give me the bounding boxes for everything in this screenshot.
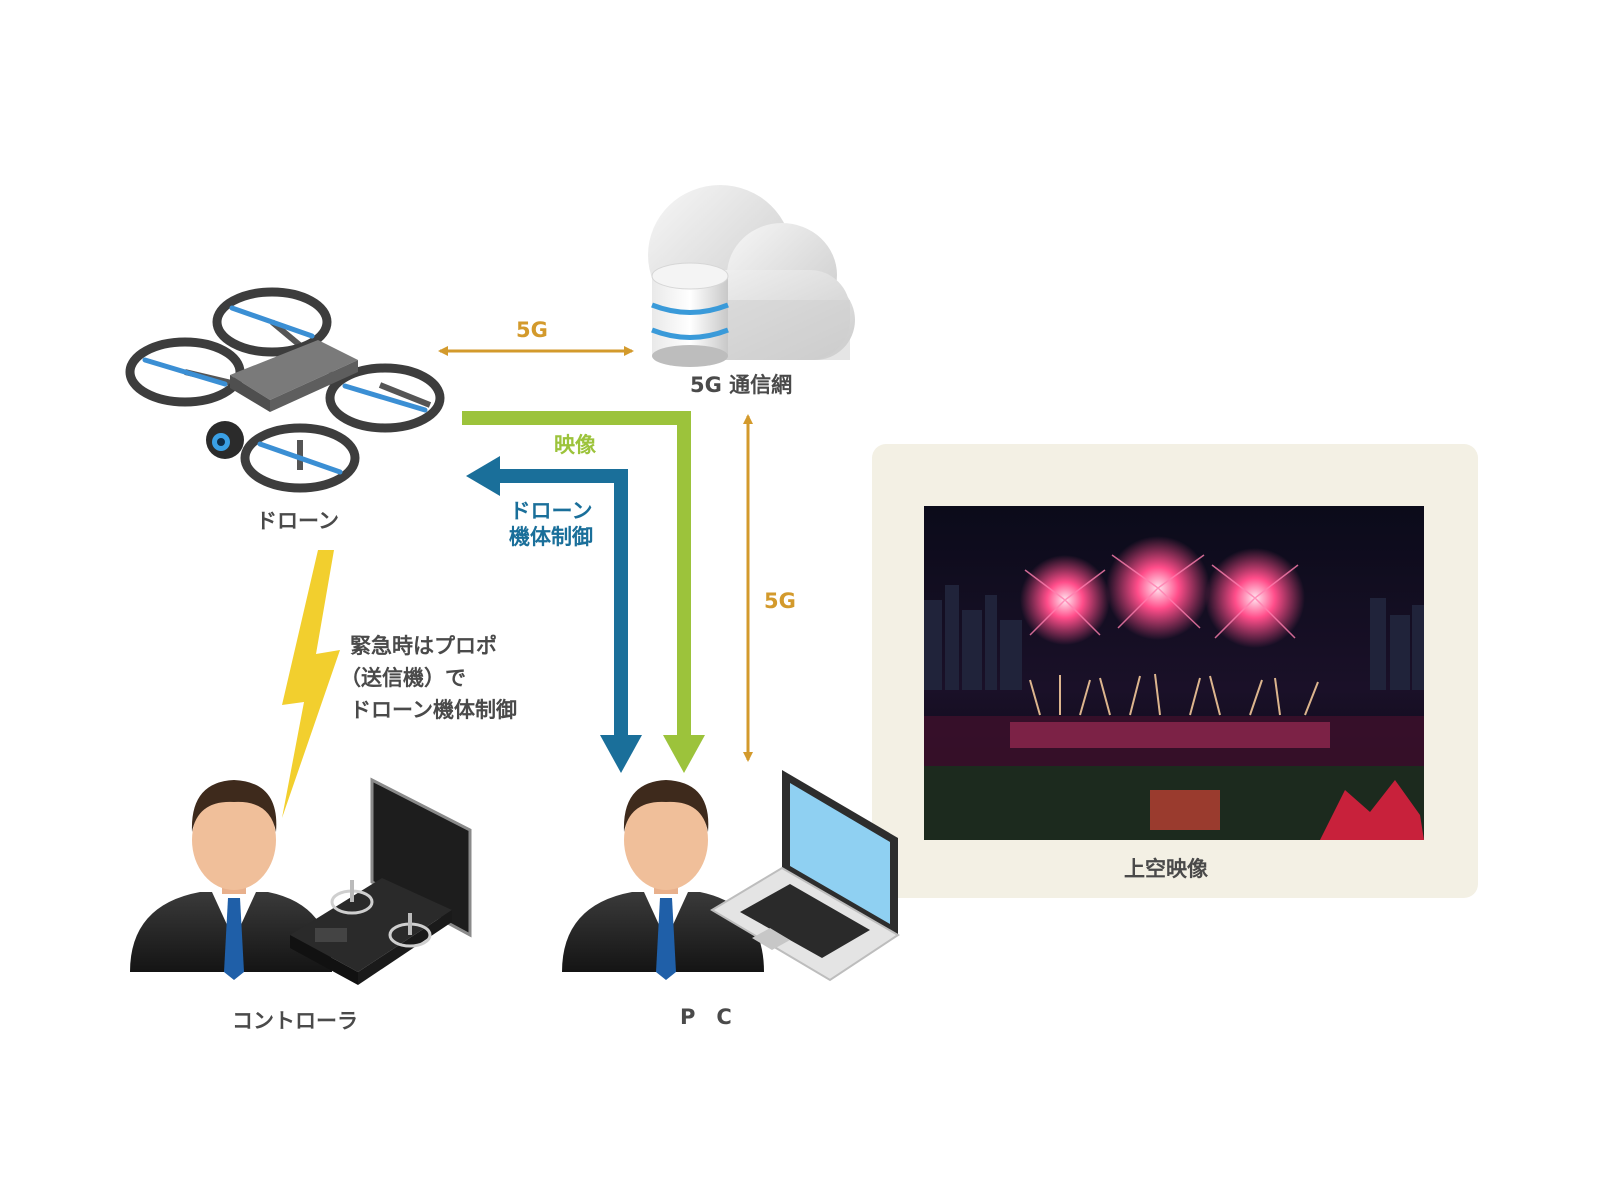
drone-label: ドローン: [256, 509, 339, 533]
emergency-note-line1: 緊急時はプロポ: [350, 634, 497, 658]
edge-control-label-line1: ドローン: [509, 499, 593, 523]
fireworks-photo: [924, 506, 1424, 840]
edge-video-label: 映像: [554, 433, 596, 457]
person-icon: [562, 780, 764, 980]
edge-control-arrow: [466, 456, 642, 773]
emergency-note: 緊急時はプロポ （送信機）で ドローン機体制御: [340, 630, 517, 726]
remote-controller-icon: [290, 777, 472, 985]
drone-icon: [125, 287, 445, 493]
edge-control-label-line2: 機体制御: [509, 525, 593, 550]
pc-label: P C: [680, 1005, 732, 1029]
person-icon: [130, 780, 332, 980]
edge-control-label: ドローン 機体制御: [497, 498, 605, 551]
lightning-icon: [282, 550, 340, 818]
controller-label: コントローラ: [232, 1009, 358, 1033]
emergency-note-line3: ドローン機体制御: [350, 698, 517, 722]
laptop-icon: [710, 770, 900, 982]
edge-pc-network-label: 5G: [764, 589, 796, 613]
edge-video-arrow: [462, 411, 705, 773]
network-label: 5G 通信網: [690, 373, 793, 397]
edge-drone-network-label: 5G: [516, 318, 548, 342]
database-icon: [651, 262, 729, 367]
emergency-note-line2: （送信機）で: [340, 666, 466, 690]
panel-caption: 上空映像: [1124, 857, 1208, 881]
